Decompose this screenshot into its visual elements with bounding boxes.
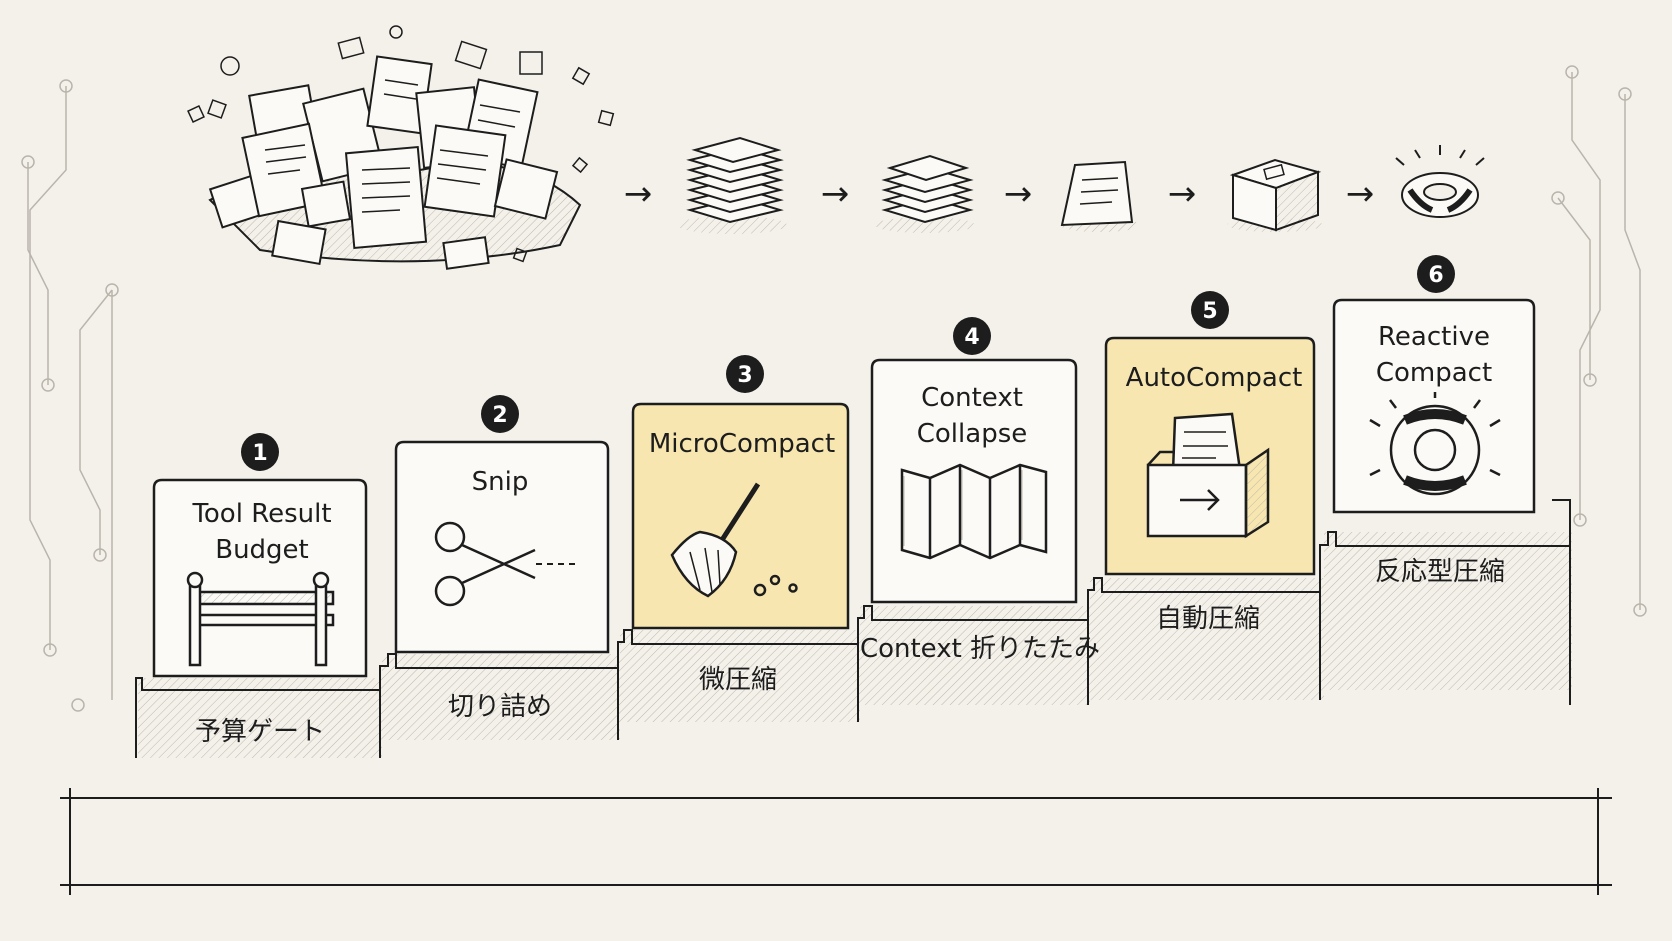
step-title-5-line-1: AutoCompact — [1126, 363, 1303, 393]
step-title-1-line-2: Budget — [215, 535, 309, 565]
flow-arrows: → → → → → — [624, 174, 1375, 214]
step-card-4: 4 Context Collapse Context 折りたたみ — [860, 317, 1100, 664]
circuit-decoration-left — [21, 79, 119, 712]
step-number-4: 4 — [964, 325, 979, 350]
flow-arrow-5: → — [1346, 174, 1375, 214]
step-title-4-line-1: Context — [921, 383, 1023, 413]
step-subtitle-3: 微圧縮 — [699, 665, 777, 695]
step-card-1: 1 Tool Result Budget 予算ゲート — [152, 433, 368, 747]
circuit-decoration-right — [1551, 65, 1647, 617]
step-number-badge-2 — [481, 395, 519, 433]
step-subtitle-2: 切り詰め — [448, 692, 552, 722]
flow-arrow-3: → — [1004, 174, 1033, 214]
archive-box-icon — [1146, 412, 1270, 539]
step-title-4-line-2: Collapse — [917, 419, 1028, 449]
step-number-badge-5 — [1191, 291, 1229, 329]
lifebuoy-icon — [1369, 392, 1501, 496]
step-number-badge-1 — [241, 433, 279, 471]
step-card-5: 5 AutoCompact 自動圧縮 — [1104, 291, 1316, 634]
single-page-icon — [1060, 160, 1140, 232]
step-number-badge-3 — [726, 355, 764, 393]
step-title-6-line-2: Compact — [1376, 358, 1492, 388]
document-pile-icon — [187, 25, 615, 270]
step-subtitle-5: 自動圧縮 — [1156, 604, 1260, 634]
step-subtitle-6: 反応型圧縮 — [1375, 557, 1505, 587]
flow-arrow-2: → — [821, 174, 850, 214]
step-card-6: 6 Reactive Compact 反応型圧縮 — [1332, 255, 1536, 587]
small-stack-icon — [875, 154, 975, 233]
step-subtitle-1: 予算ゲート — [195, 717, 325, 747]
broom-icon — [670, 482, 798, 598]
step-subtitle-4: Context 折りたたみ — [860, 634, 1100, 664]
step-number-5: 5 — [1202, 299, 1217, 324]
folded-map-icon — [900, 463, 1048, 560]
step-number-3: 3 — [737, 363, 752, 388]
flow-arrow-4: → — [1168, 174, 1197, 214]
step-number-badge-6 — [1417, 255, 1455, 293]
scissors-icon — [434, 521, 580, 607]
step-card-3: 3 MicroCompact 微圧縮 — [631, 355, 850, 695]
barrier-icon — [186, 571, 335, 667]
bottom-frame — [60, 788, 1612, 895]
step-number-badge-4 — [953, 317, 991, 355]
staircase — [135, 499, 1572, 758]
lifebuoy-icon — [1395, 145, 1485, 218]
box-icon — [1227, 158, 1323, 232]
step-number-2: 2 — [492, 403, 507, 428]
step-number-6: 6 — [1428, 263, 1443, 288]
step-title-2-line-1: Snip — [472, 467, 529, 497]
step-card-2: 2 Snip 切り詰め — [394, 395, 610, 722]
step-number-1: 1 — [252, 441, 267, 466]
large-stack-icon — [677, 136, 787, 234]
step-title-3-line-1: MicroCompact — [649, 429, 835, 459]
step-title-6-line-1: Reactive — [1378, 322, 1490, 352]
step-title-1-line-1: Tool Result — [191, 499, 331, 529]
flow-arrow-1: → — [624, 174, 653, 214]
